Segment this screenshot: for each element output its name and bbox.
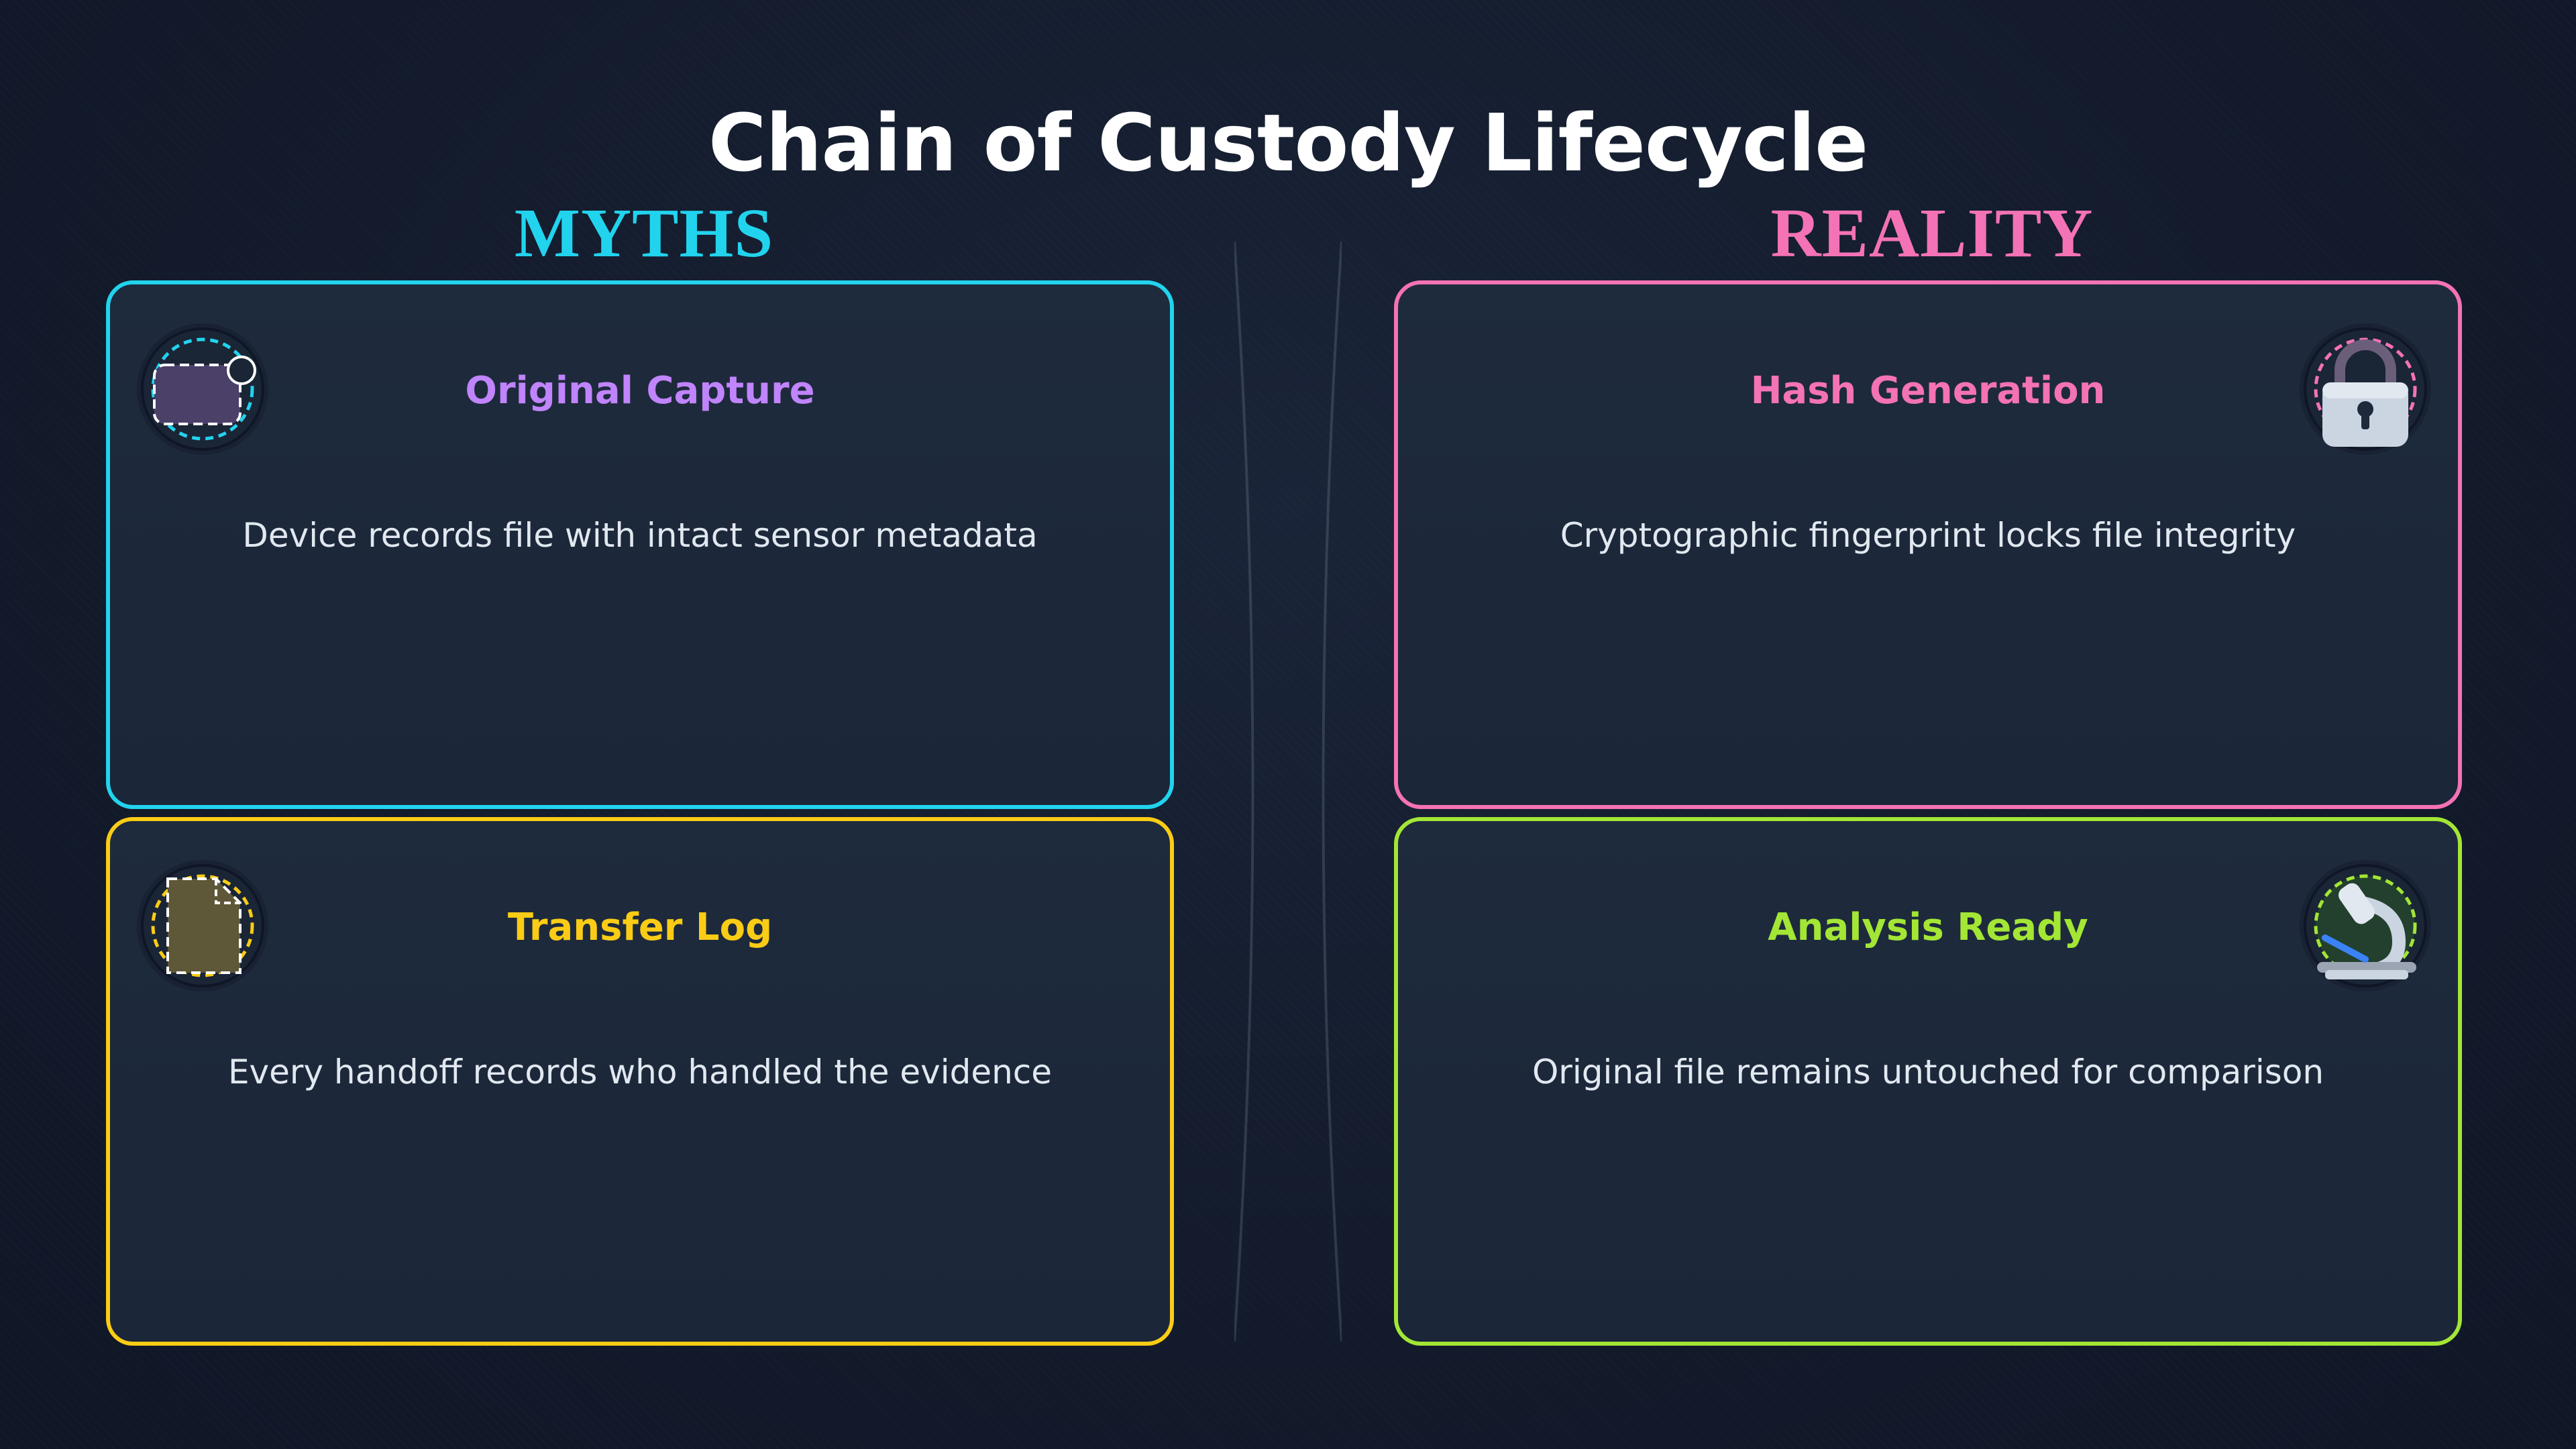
center-divider bbox=[1234, 241, 1342, 1342]
card-title: Hash Generation bbox=[1750, 369, 2106, 413]
page-title: Chain of Custody Lifecycle bbox=[708, 97, 1868, 189]
document-icon bbox=[136, 859, 270, 993]
card-description: Cryptographic fingerprint locks file int… bbox=[1560, 516, 2296, 555]
card-description: Every handoff records who handled the ev… bbox=[227, 1053, 1053, 1091]
card-title: Original Capture bbox=[465, 369, 815, 413]
lock-icon bbox=[2298, 322, 2432, 456]
card-title: Analysis Ready bbox=[1768, 906, 2088, 949]
card-title: Transfer Log bbox=[507, 906, 773, 949]
microscope-icon bbox=[2298, 859, 2432, 993]
card-transfer-log: Transfer Log Every handoff records who h… bbox=[106, 817, 1174, 1346]
card-description: Device records file with intact sensor m… bbox=[242, 516, 1038, 555]
camera-capture-icon bbox=[136, 322, 270, 456]
myths-column-header: MYTHS bbox=[514, 195, 774, 272]
card-hash-generation: Hash Generation Cryptographic fingerprin… bbox=[1394, 280, 2462, 809]
card-analysis-ready: Analysis Ready Original file remains unt… bbox=[1394, 817, 2462, 1346]
card-description: Original file remains untouched for comp… bbox=[1532, 1053, 2324, 1091]
card-original-capture: Original Capture Device records file wit… bbox=[106, 280, 1174, 809]
reality-column-header: REALITY bbox=[1770, 195, 2094, 272]
